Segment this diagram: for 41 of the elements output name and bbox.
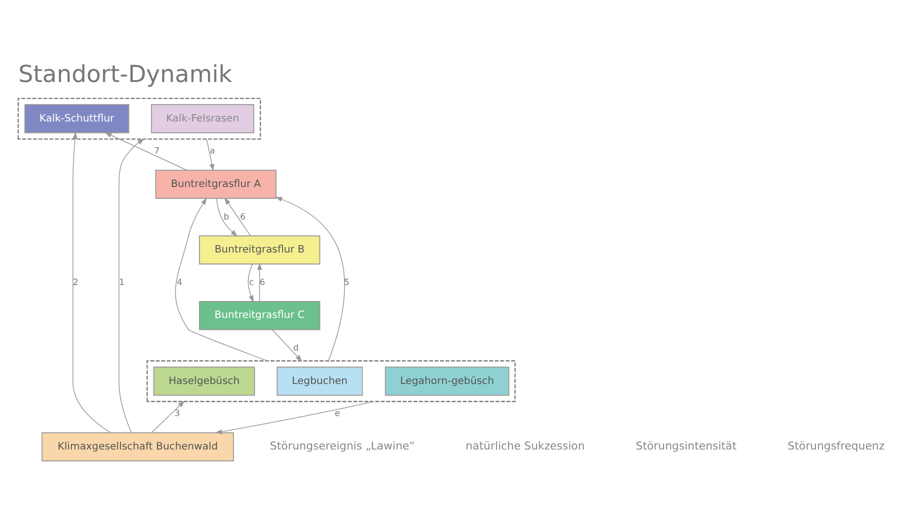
node-box: Klimaxgesellschaft Buchenwald [42, 432, 234, 462]
arrow [214, 401, 374, 434]
arrow [272, 329, 302, 362]
arrow [224, 197, 251, 236]
edge-label: a [210, 146, 215, 157]
edge-label: 6 [260, 278, 266, 288]
arrow [104, 132, 188, 171]
node-box: Buntreitgrasflur B [199, 235, 320, 264]
arrow [175, 198, 268, 362]
label: Störungsfrequenz [788, 440, 885, 453]
edge-label: 7 [154, 146, 160, 157]
edge-label: 3 [174, 409, 180, 420]
edge-label: e [334, 409, 340, 420]
arrow [275, 196, 345, 362]
edge-label: 6 [240, 212, 246, 222]
cluster [146, 360, 516, 402]
arrow [206, 138, 214, 172]
label: natürliche Sukzession [466, 440, 585, 453]
edge-label: 4 [176, 278, 182, 288]
arrow [216, 198, 238, 236]
edge-label: 2 [72, 278, 78, 288]
edge-label: b [224, 212, 230, 222]
edge-label: d [293, 344, 299, 354]
node-box: Kalk-Schuttflur [24, 104, 130, 134]
arrow [257, 262, 262, 302]
node-box: Buntreitgrasflur A [155, 170, 276, 199]
label: Störungsereignis „Lawine“ [270, 440, 415, 453]
edge-label: c [249, 278, 254, 288]
arrow [72, 132, 112, 433]
edge-label: 5 [344, 278, 350, 288]
node-box: Haselgebüsch [153, 366, 255, 396]
node-box: Legahorn-gebüsch [384, 366, 510, 396]
label: Störungsintensität [636, 440, 737, 453]
node-box: Buntreitgrasflur C [199, 301, 320, 330]
diagram-title: Standort-Dynamik [18, 60, 232, 88]
arrow [151, 400, 185, 433]
arrow [118, 138, 144, 433]
edge-label: 1 [119, 278, 124, 288]
node-box: Legbuchen [276, 366, 363, 396]
node-box: Kalk-Felsrasen [150, 104, 254, 134]
arrow [248, 264, 254, 303]
